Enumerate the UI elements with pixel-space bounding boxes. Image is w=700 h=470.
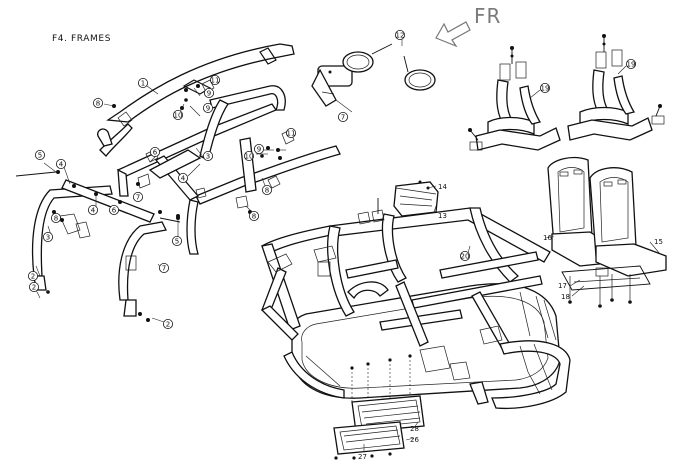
callout-5: 5: [171, 235, 182, 246]
svg-text:7: 7: [341, 114, 345, 122]
seat-rails: [561, 265, 651, 308]
svg-text:4: 4: [91, 207, 96, 215]
svg-text:8: 8: [96, 100, 100, 108]
svg-text:20: 20: [461, 253, 470, 261]
callout-6: 6: [149, 146, 160, 157]
callout-12: 12: [394, 29, 405, 40]
callout-26: 26: [410, 436, 419, 444]
svg-text:9: 9: [206, 105, 210, 113]
callout-8: 8: [51, 212, 62, 223]
callout-9: 9: [202, 103, 213, 114]
svg-text:19: 19: [541, 85, 550, 93]
side-hoop-right: [118, 210, 181, 322]
callout-1: 1: [137, 78, 148, 89]
callout-8: 8: [248, 210, 259, 221]
svg-text:4: 4: [59, 161, 64, 169]
callout-13: 13: [438, 212, 447, 220]
svg-text:6: 6: [153, 149, 158, 157]
callout-15: 15: [654, 238, 663, 246]
callout-4: 4: [56, 158, 67, 169]
svg-text:9: 9: [207, 90, 211, 98]
seat-belt-assembly-right: [567, 34, 665, 141]
storage-box: [393, 180, 439, 217]
svg-text:5: 5: [38, 152, 42, 160]
callouts: 1 2 2 2 3 3 4 4 4 5 5 6 6 7 7 7 8 8 8 8 …: [27, 29, 663, 461]
svg-text:3: 3: [206, 153, 210, 161]
callout-28: 28: [410, 425, 419, 433]
main-chassis-frame: [260, 198, 571, 410]
callout-14: 14: [438, 183, 447, 191]
svg-text:11: 11: [211, 77, 220, 85]
callout-3: 3: [202, 150, 213, 161]
svg-text:2: 2: [31, 273, 35, 281]
callout-9: 9: [203, 88, 214, 99]
callout-7: 7: [337, 112, 348, 123]
floor-step-plate-upper: [351, 395, 425, 433]
rear-view-mirror: [311, 65, 353, 107]
callout-17: 17: [558, 282, 567, 290]
roll-cage-assembly: [97, 43, 341, 255]
callout-6: 6: [109, 204, 120, 215]
callout-8: 8: [261, 184, 272, 195]
svg-text:7: 7: [162, 265, 166, 273]
diagram-title: F4. FRAMES: [52, 34, 112, 44]
callout-4: 4: [177, 172, 188, 183]
callout-11: 11: [285, 127, 296, 138]
front-direction-arrow: [435, 21, 471, 48]
callout-27: 27: [358, 453, 367, 461]
callout-9: 9: [253, 143, 264, 154]
callout-16: 16: [543, 234, 552, 242]
svg-text:10: 10: [174, 112, 183, 120]
callout-19: 19: [626, 59, 637, 70]
svg-text:2: 2: [166, 321, 170, 329]
front-direction-label: FR: [474, 4, 502, 28]
callout-20: 20: [459, 250, 470, 261]
callout-5: 5: [35, 149, 46, 160]
floor-step-plate-lower: [333, 421, 405, 455]
callout-2: 2: [162, 318, 173, 329]
svg-text:8: 8: [252, 213, 256, 221]
svg-text:12: 12: [396, 32, 405, 40]
side-hoop-left: [15, 170, 155, 294]
svg-text:8: 8: [54, 215, 58, 223]
callout-19: 19: [540, 83, 551, 94]
svg-text:11: 11: [287, 130, 296, 138]
svg-text:19: 19: [627, 61, 636, 69]
floor-plate-fasteners: [334, 354, 412, 460]
callout-2: 2: [28, 281, 39, 292]
svg-text:9: 9: [257, 146, 261, 154]
svg-text:3: 3: [46, 234, 50, 242]
svg-text:7: 7: [136, 194, 140, 202]
callout-2: 2: [27, 270, 38, 281]
callout-7: 7: [132, 191, 143, 202]
callout-8: 8: [93, 98, 104, 109]
svg-text:4: 4: [181, 175, 186, 183]
svg-text:6: 6: [112, 207, 117, 215]
svg-text:2: 2: [32, 284, 36, 292]
callout-4: 4: [88, 204, 99, 215]
callout-10: 10: [172, 110, 183, 121]
svg-text:10: 10: [245, 153, 254, 161]
seat-right: [589, 167, 667, 277]
callout-18: 18: [561, 293, 570, 301]
seat-belt-assembly-left: [468, 46, 561, 151]
callout-7: 7: [158, 262, 169, 273]
callout-3: 3: [43, 231, 54, 242]
callout-11: 11: [209, 75, 220, 86]
callout-10: 10: [243, 150, 254, 161]
svg-text:8: 8: [265, 187, 269, 195]
svg-text:1: 1: [141, 80, 145, 88]
side-mirrors: [342, 43, 436, 91]
svg-text:5: 5: [175, 238, 179, 246]
